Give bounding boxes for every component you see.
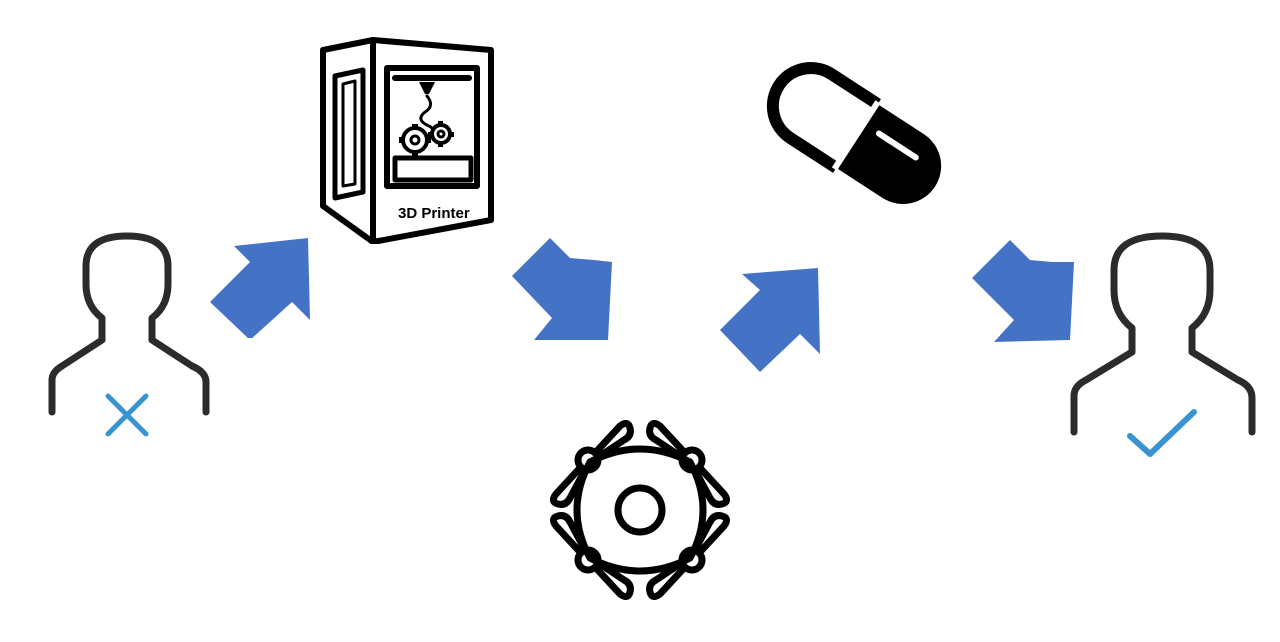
person-well-icon (1070, 232, 1256, 457)
pill-icon (766, 62, 942, 204)
cross-icon (105, 393, 149, 437)
arrow-up-right-icon (210, 238, 310, 338)
drone-icon (549, 419, 731, 601)
check-icon (1127, 409, 1197, 457)
arrow-down-right-icon (512, 238, 612, 340)
printer-label: 3D Printer (398, 205, 470, 222)
person-unwell-icon (48, 232, 210, 437)
arrow-up-right-icon-2 (720, 268, 820, 372)
3d-printer-icon (320, 37, 494, 244)
arrow-down-right-icon-2 (972, 240, 1074, 342)
